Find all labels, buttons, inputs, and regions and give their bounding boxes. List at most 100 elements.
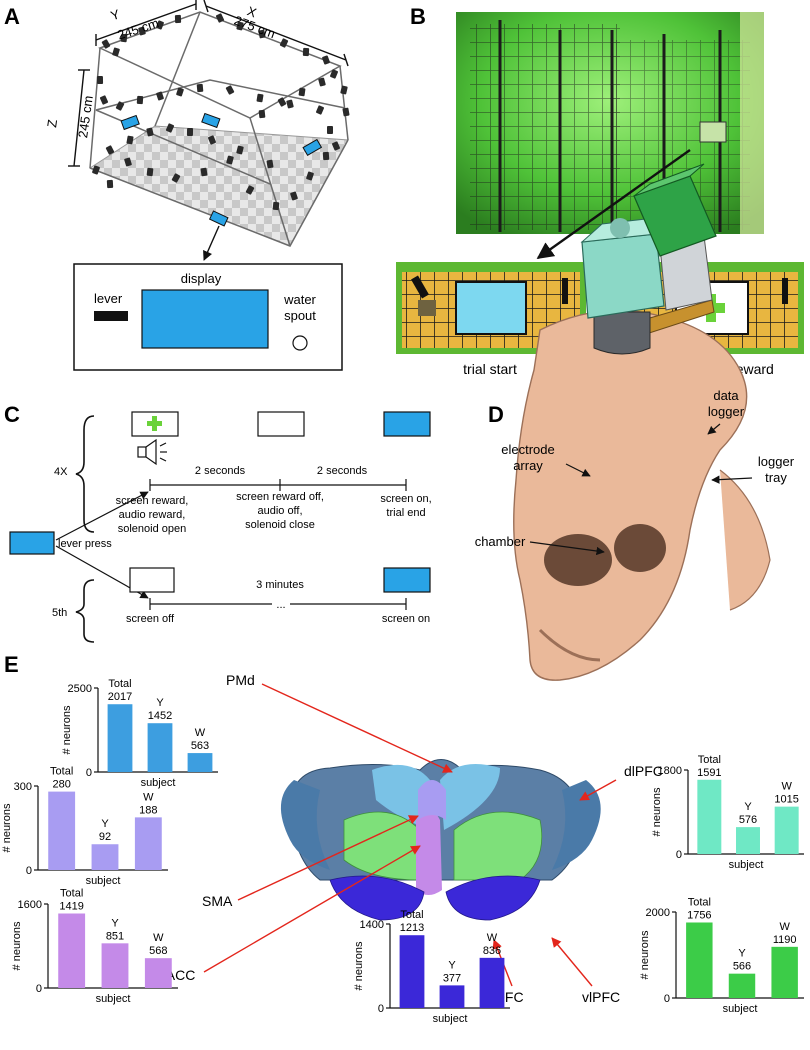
event-4: screen off [126, 613, 175, 625]
camera-icon [315, 105, 325, 115]
bar-total [686, 922, 713, 998]
bar-value-label: 563 [191, 740, 209, 752]
panel-a: A [4, 0, 350, 371]
bar-category-label: Total [50, 766, 73, 778]
bar-value-label: 1213 [400, 922, 424, 934]
camera-icon [331, 141, 341, 151]
camera-icon [208, 135, 216, 145]
bar-category-label: Total [698, 754, 721, 766]
bar-y [147, 723, 173, 772]
panel-c-label: C [4, 402, 20, 427]
bar-y [91, 844, 119, 870]
interval-2s-b: 2 seconds [317, 465, 368, 477]
camera-icon [174, 14, 182, 24]
bar-value-label: 1591 [697, 767, 721, 779]
camera-icon [105, 145, 115, 155]
camera-icon [318, 77, 326, 87]
camera-icon [286, 99, 294, 109]
label-array: array [513, 458, 543, 473]
screen-on-top [383, 411, 431, 437]
y-axis-label: # neurons [1, 803, 13, 852]
device-lever-label: lever [94, 291, 123, 306]
camera-icon [298, 87, 306, 97]
screen-on-bottom [383, 567, 431, 593]
camera-icon [96, 75, 104, 85]
camera-icon [124, 157, 132, 167]
dim-y-size: 245 cm [115, 15, 160, 42]
bar-total [48, 791, 76, 870]
y-tick-label: 0 [26, 865, 32, 877]
bar-category-label: Y [111, 917, 119, 929]
bar-value-label: 836 [483, 945, 501, 957]
camera-icon [258, 109, 266, 119]
skull [513, 309, 748, 681]
device-spout [292, 335, 308, 351]
cage-displays [120, 112, 323, 227]
bar-value-label: 568 [149, 945, 167, 957]
bar-y [101, 943, 129, 988]
x-axis-label: subject [723, 1003, 758, 1015]
camera-icon [236, 145, 244, 155]
y-axis-label: # neurons [61, 705, 73, 754]
dim-x-size: 275 cm [232, 13, 277, 42]
x-axis-label: subject [729, 859, 764, 871]
bar-category-label: Total [400, 909, 423, 921]
bar-category-label: Y [156, 697, 164, 709]
label-logger-2: logger [758, 454, 795, 469]
bar-total [58, 913, 86, 988]
bar-value-label: 1419 [59, 901, 83, 913]
camera-icon [196, 83, 204, 93]
y-tick-label: 0 [664, 993, 670, 1005]
bar-w [479, 957, 505, 1008]
camera-icon [112, 47, 120, 57]
y-tick-label: 2000 [646, 907, 670, 919]
bar-w [774, 806, 799, 854]
y-tick-label: 2500 [68, 683, 92, 695]
bar-value-label: 576 [739, 814, 757, 826]
camera-icon [165, 123, 175, 133]
bar-value-label: 851 [106, 930, 124, 942]
camera-icon [327, 126, 333, 134]
event-5: screen on [382, 613, 430, 625]
dim-z-label: Z [44, 118, 60, 128]
camera-icon [245, 185, 255, 195]
camera-icon [92, 165, 100, 175]
event-1-line-3: solenoid open [118, 523, 187, 535]
bar-category-label: W [487, 932, 498, 944]
camera-icon [330, 69, 338, 79]
bar-value-label: 1756 [687, 909, 711, 921]
bar-total [399, 935, 425, 1008]
camera-icon [226, 155, 234, 165]
y-axis-label: # neurons [11, 921, 23, 970]
camera-icon [146, 167, 154, 177]
dim-y-label: Y [109, 6, 122, 23]
camera-icon [146, 127, 154, 137]
lever-press-screen [9, 531, 55, 555]
camera-icon [186, 127, 194, 137]
camera-icon [99, 95, 109, 105]
bar-category-label: W [781, 781, 792, 793]
bar-category-label: W [779, 921, 790, 933]
camera-icon [136, 95, 144, 105]
event-1-line-1: screen reward, [116, 495, 189, 507]
panel-e-label: E [4, 652, 19, 677]
region-sma: SMA [202, 893, 233, 909]
camera-icon [106, 179, 114, 189]
bar-value-label: 188 [139, 804, 157, 816]
event-2-line-3: solenoid close [245, 519, 315, 531]
bar-total [697, 779, 722, 854]
camera-icon [225, 85, 235, 95]
label-tray: tray [765, 470, 787, 485]
bar-category-label: Y [744, 801, 752, 813]
panel-d: D data logger electrode array logger tra… [475, 163, 795, 681]
camera-icon [290, 191, 298, 201]
screen-off-bottom [129, 567, 175, 593]
region-dlpfc: dlPFC [624, 763, 663, 779]
camera-icon [266, 159, 274, 169]
bar-y [736, 827, 760, 854]
camera-icon [120, 33, 128, 43]
bar-category-label: Y [101, 818, 109, 830]
brain-render [280, 759, 601, 921]
camera-icon [176, 87, 184, 97]
